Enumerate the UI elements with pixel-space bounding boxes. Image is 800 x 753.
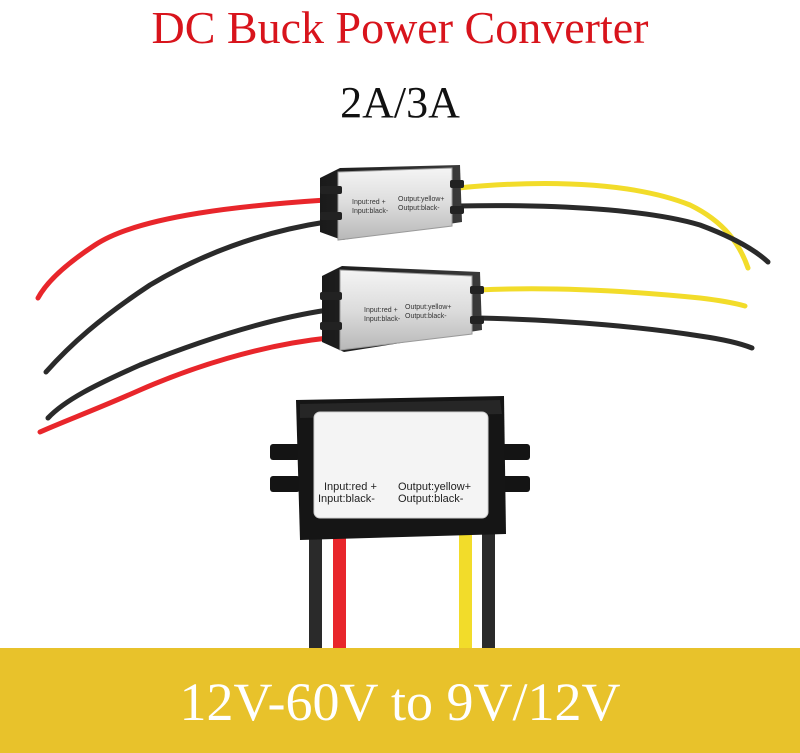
bottom-input-pos-label: Input:red + (324, 481, 377, 493)
top-module-wires (35, 180, 771, 375)
bottom-output-pos-label: Output:yellow+ (398, 481, 471, 493)
middle-output-neg-label: Output:black- (405, 313, 447, 320)
top-converter-module: Input:red + Input:black- Output:yellow+ … (320, 165, 464, 241)
bottom-input-neg-label: Input:black- (318, 493, 375, 505)
bottom-converter-module: Input:red + Input:black- Output:yellow+ … (270, 396, 530, 540)
middle-yellow-wire (475, 286, 748, 309)
voltage-range-text: 12V-60V to 9V/12V (179, 672, 621, 732)
top-red-wire (35, 197, 329, 301)
top-output-neg-label: Output:black- (398, 205, 440, 212)
bottom-module-wires (309, 530, 495, 650)
bottom-black-input-wire (309, 530, 322, 650)
middle-black-output-wire (475, 315, 755, 351)
converter-photo: Input:red + Input:black- Output:yellow+ … (35, 165, 771, 650)
bottom-red-wire (333, 530, 346, 650)
product-title: DC Buck Power Converter (151, 2, 649, 53)
bottom-output-neg-label: Output:black- (398, 493, 464, 505)
middle-red-wire (37, 335, 331, 435)
middle-module-wires (37, 286, 755, 435)
top-black-input-wire (43, 219, 329, 375)
bottom-yellow-wire (459, 530, 472, 650)
middle-input-pos-label: Input:red + (364, 307, 398, 314)
bottom-black-output-wire (482, 530, 495, 650)
top-input-pos-label: Input:red + (352, 199, 386, 206)
middle-black-input-wire (45, 307, 331, 421)
middle-input-neg-label: Input:black- (364, 316, 401, 323)
top-black-output-wire (455, 203, 771, 265)
product-subtitle: 2A/3A (340, 78, 460, 127)
top-input-neg-label: Input:black- (352, 208, 389, 215)
top-output-pos-label: Output:yellow+ (398, 196, 445, 203)
voltage-banner: 12V-60V to 9V/12V (0, 648, 800, 753)
middle-converter-module: Input:red + Input:black- Output:yellow+ … (320, 266, 484, 352)
middle-output-pos-label: Output:yellow+ (405, 304, 452, 311)
